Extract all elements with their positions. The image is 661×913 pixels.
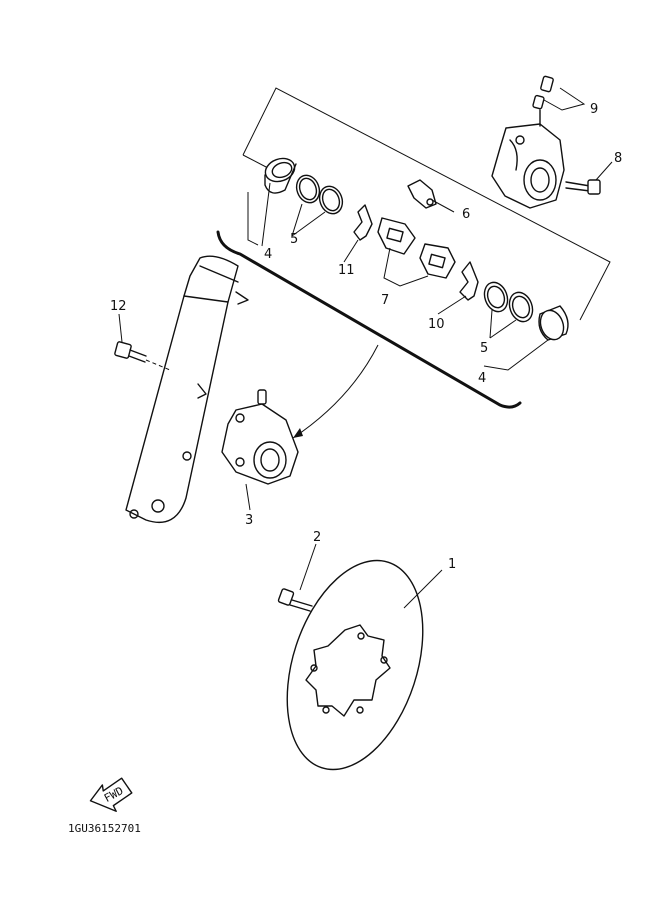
callout-5-upper: 5	[290, 232, 298, 247]
assembly-bracket	[216, 230, 522, 439]
callout-2: 2	[313, 530, 321, 545]
leader-lines	[118, 87, 613, 609]
disc-bolt-2	[277, 588, 313, 612]
pad-spring-upper	[353, 204, 373, 241]
callout-1: 1	[448, 557, 456, 572]
brake-disc	[286, 559, 424, 771]
caliper-assembly	[221, 389, 299, 485]
callout-labels: 1 2 3 4 4 5 5 6 7 8 9 10 11 12	[110, 102, 622, 572]
callout-12: 12	[110, 299, 127, 314]
callout-3: 3	[245, 513, 253, 528]
piston-lower	[538, 305, 569, 341]
bolt-12	[114, 341, 171, 371]
pointer-arrow-head	[293, 428, 303, 438]
callout-4-lower: 4	[478, 371, 486, 386]
callout-8: 8	[614, 151, 622, 166]
exploded-frame	[242, 87, 611, 321]
callout-9: 9	[590, 102, 598, 117]
front-fork	[125, 255, 249, 524]
caliper-bolt-8	[565, 179, 601, 195]
bleed-screw	[532, 75, 554, 127]
piston-upper	[264, 157, 297, 194]
drawing-code: 1GU36152701	[68, 822, 141, 835]
callout-5-lower: 5	[480, 341, 488, 356]
seals-lower	[483, 281, 534, 323]
caliper-body-exploded	[491, 123, 565, 209]
callout-6: 6	[462, 207, 470, 222]
callout-10: 10	[428, 317, 445, 332]
brake-pads	[377, 217, 456, 279]
seals-upper	[295, 174, 344, 215]
pad-spring-lower	[459, 261, 479, 301]
callout-4-upper: 4	[264, 247, 272, 262]
fwd-arrow: FWD	[89, 777, 133, 812]
callout-7: 7	[381, 293, 389, 308]
callout-11: 11	[338, 263, 355, 278]
pad-clip	[407, 179, 437, 209]
